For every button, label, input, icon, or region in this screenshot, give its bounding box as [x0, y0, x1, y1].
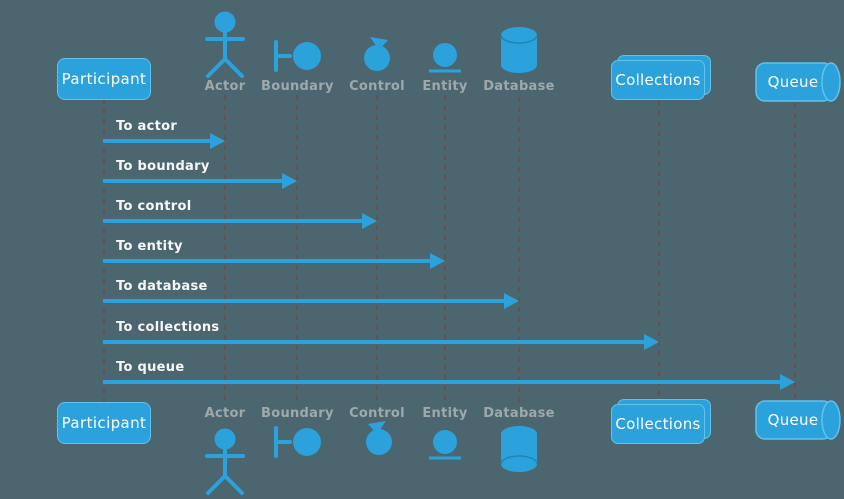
lifeline-participant — [103, 99, 105, 402]
database-label-bottom: Database — [483, 406, 555, 421]
lifeline-queue — [794, 103, 796, 398]
message-label: To control — [116, 199, 192, 214]
collections-box-top: Collections — [611, 60, 705, 100]
control-label-bottom: Control — [349, 406, 405, 421]
entity-icon — [429, 430, 461, 460]
boundary-label-top: Boundary — [261, 79, 334, 94]
message-arrow-to-entity — [103, 253, 445, 269]
message-arrow-to-control — [103, 213, 377, 229]
queue-icon — [755, 400, 841, 440]
message-label: To database — [116, 279, 208, 294]
message-label: To collections — [116, 320, 220, 335]
arrowhead-icon — [780, 374, 795, 390]
message-arrow-to-queue — [103, 374, 795, 390]
entity-label-bottom: Entity — [422, 406, 468, 421]
message-label: To entity — [116, 239, 183, 254]
participant-box-bottom: Participant — [57, 402, 151, 444]
database-icon — [500, 27, 538, 73]
queue-icon — [755, 62, 841, 102]
entity-icon — [429, 43, 461, 73]
participant-box-top: Participant — [57, 58, 151, 100]
queue-label-top: Queue — [767, 73, 819, 91]
message-label: To boundary — [116, 159, 210, 174]
boundary-icon — [274, 426, 321, 458]
message-label: To queue — [116, 360, 185, 375]
boundary-icon — [274, 40, 321, 72]
message-label: To actor — [116, 119, 178, 134]
entity-label-top: Entity — [422, 79, 468, 94]
collections-label: Collections — [615, 71, 701, 89]
message-arrow-to-boundary — [103, 173, 297, 189]
control-label-top: Control — [349, 79, 405, 94]
actor-label-bottom: Actor — [204, 406, 246, 421]
actor-icon — [205, 11, 245, 78]
arrowhead-icon — [362, 213, 377, 229]
arrowhead-icon — [504, 293, 519, 309]
lifeline-entity — [444, 95, 446, 406]
participant-label: Participant — [61, 70, 147, 88]
lifeline-actor — [224, 95, 226, 406]
message-arrow-to-database — [103, 293, 519, 309]
arrowhead-icon — [430, 253, 445, 269]
control-icon — [366, 421, 392, 455]
actor-label-top: Actor — [204, 79, 246, 94]
message-arrow-to-actor — [103, 133, 225, 149]
arrowhead-icon — [282, 173, 297, 189]
lifeline-collections — [658, 101, 660, 398]
message-arrow-to-collections — [103, 334, 659, 350]
collections-label: Collections — [615, 415, 701, 433]
lifeline-boundary — [296, 95, 298, 406]
collections-box-bottom: Collections — [611, 404, 705, 444]
actor-icon — [205, 428, 245, 495]
database-icon — [500, 426, 538, 472]
database-label-top: Database — [483, 79, 555, 94]
queue-label-bottom: Queue — [767, 411, 819, 429]
control-icon — [364, 37, 390, 71]
arrowhead-icon — [644, 334, 659, 350]
participant-label: Participant — [61, 414, 147, 432]
boundary-label-bottom: Boundary — [261, 406, 334, 421]
lifeline-control — [376, 95, 378, 406]
lifeline-database — [518, 97, 520, 406]
arrowhead-icon — [210, 133, 225, 149]
